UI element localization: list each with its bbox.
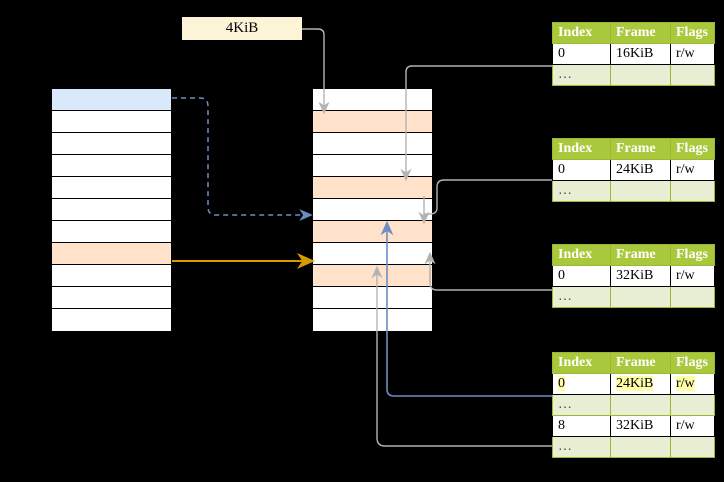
column-header-index: Index	[552, 22, 611, 44]
table-cell-flags: r/w	[670, 373, 715, 395]
table-cell-flags	[670, 64, 715, 86]
physical-memory-cell-row-10	[313, 309, 432, 331]
source-memory-column	[51, 88, 172, 331]
page-size-label: 4KiB	[225, 20, 259, 36]
source-memory-cell-row-3	[52, 155, 171, 177]
physical-memory-cell-row-7	[313, 243, 432, 265]
table-row: …	[552, 180, 715, 202]
source-memory-cell-row-10	[52, 309, 171, 331]
level3-entry-to-frame-connector	[424, 251, 552, 291]
table-row: …	[552, 286, 715, 308]
table-cell-frame	[610, 64, 671, 86]
column-header-index: Index	[552, 138, 611, 160]
source-memory-cell-row-2	[52, 133, 171, 155]
source-memory-cell-row-4	[52, 177, 171, 199]
table-cell-index: 0	[552, 43, 611, 65]
physical-memory-cell-row-8	[313, 265, 432, 287]
table-row: 0 24KiB r/w	[552, 373, 715, 395]
column-header-index: Index	[552, 244, 611, 266]
physical-memory-cell-row-2	[313, 133, 432, 155]
table-cell-index: …	[552, 180, 611, 202]
table-cell-flags: r/w	[670, 265, 715, 287]
source-memory-cell-row-7	[52, 243, 171, 265]
table-row: …	[552, 436, 715, 458]
column-header-frame: Frame	[610, 22, 671, 44]
table-cell-index: 0	[552, 159, 611, 181]
table-cell-frame	[610, 436, 671, 458]
page-size-label-box: 4KiB	[182, 17, 302, 40]
table-cell-index: …	[552, 436, 611, 458]
physical-memory-cell-row-0	[313, 89, 432, 111]
physical-memory-cell-row-9	[313, 287, 432, 309]
table-cell-index: …	[552, 286, 611, 308]
table-row: …	[552, 64, 715, 86]
table-cell-index: 0	[552, 373, 611, 395]
table-cell-frame: 32KiB	[610, 265, 671, 287]
source-memory-cell-row-1	[52, 111, 171, 133]
table-cell-flags	[670, 394, 715, 416]
table-cell-frame	[610, 394, 671, 416]
table-cell-frame: 32KiB	[610, 415, 671, 437]
table-cell-index: …	[552, 394, 611, 416]
physical-memory-column	[312, 88, 433, 331]
table-cell-flags	[670, 436, 715, 458]
table-cell-frame: 16KiB	[610, 43, 671, 65]
table-cell-frame	[610, 180, 671, 202]
column-header-frame: Frame	[610, 352, 671, 374]
table-cell-index: …	[552, 64, 611, 86]
table-cell-frame: 24KiB	[610, 373, 671, 395]
level2-entry-to-frame-connector	[418, 179, 552, 225]
column-header-flags: Flags	[670, 352, 715, 374]
source-memory-cell-row-5	[52, 199, 171, 221]
table-cell-flags: r/w	[670, 43, 715, 65]
table-cell-frame: 24KiB	[610, 159, 671, 181]
table-cell-index: 0	[552, 265, 611, 287]
physical-memory-cell-row-1	[313, 111, 432, 133]
virtual-page-to-frame-dashed-connector	[172, 97, 313, 221]
column-header-frame: Frame	[610, 244, 671, 266]
table-cell-frame	[610, 286, 671, 308]
table-row: …	[552, 394, 715, 416]
highlighted-value: r/w	[676, 376, 695, 391]
column-header-flags: Flags	[670, 244, 715, 266]
source-memory-cell-row-8	[52, 265, 171, 287]
source-memory-cell-row-6	[52, 221, 171, 243]
table-cell-flags: r/w	[670, 159, 715, 181]
column-header-index: Index	[552, 352, 611, 374]
highlighted-value: 0	[558, 376, 565, 391]
table-cell-flags	[670, 180, 715, 202]
table-cell-index: 8	[552, 415, 611, 437]
physical-memory-cell-row-5	[313, 199, 432, 221]
table-cell-flags: r/w	[670, 415, 715, 437]
column-header-flags: Flags	[670, 22, 715, 44]
highlighted-value: 24KiB	[616, 376, 654, 391]
column-header-flags: Flags	[670, 138, 715, 160]
physical-memory-cell-row-3	[313, 155, 432, 177]
source-memory-cell-row-9	[52, 287, 171, 309]
table-cell-flags	[670, 286, 715, 308]
column-header-frame: Frame	[610, 138, 671, 160]
physical-memory-cell-row-4	[313, 177, 432, 199]
physical-memory-cell-row-6	[313, 221, 432, 243]
source-memory-cell-row-0	[52, 89, 171, 111]
